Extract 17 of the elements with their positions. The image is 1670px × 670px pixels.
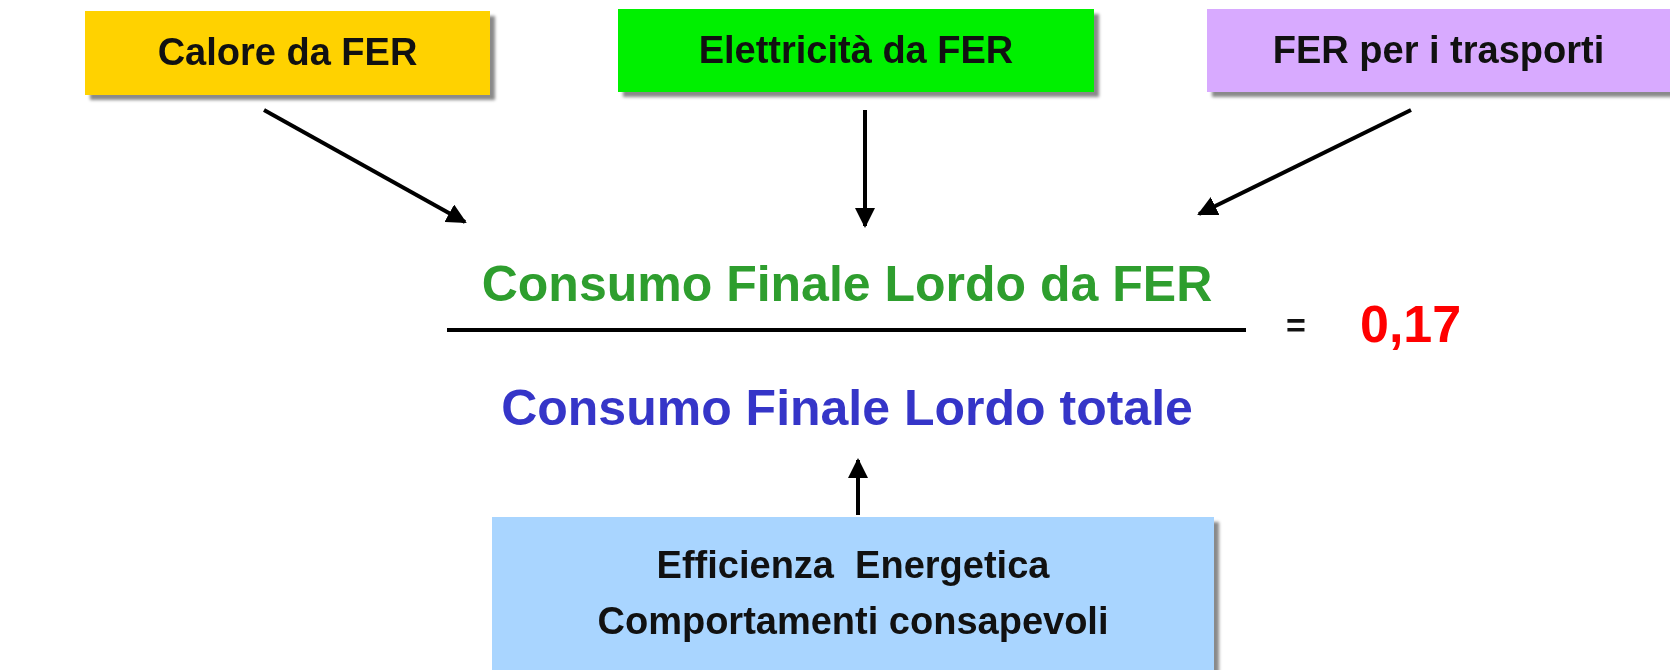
box-label: Efficienza Energetica bbox=[656, 543, 1050, 589]
box-label: FER per i trasporti bbox=[1272, 27, 1605, 73]
denominator-text: Consumo Finale Lordo totale bbox=[501, 379, 1193, 438]
arrow bbox=[855, 110, 875, 228]
numerator-text: Consumo Finale Lordo da FER bbox=[481, 254, 1213, 314]
equals-sign: = bbox=[1286, 306, 1306, 345]
source-box bbox=[618, 9, 1094, 92]
arrow bbox=[263, 108, 467, 224]
source-box bbox=[85, 11, 490, 95]
box-label: Comportamenti consapevoli bbox=[597, 598, 1109, 644]
box-label: Calore da FER bbox=[157, 30, 418, 76]
arrow bbox=[1197, 108, 1412, 216]
factor-box bbox=[492, 517, 1214, 670]
result-value: 0,17 bbox=[1360, 294, 1462, 354]
box-label: Elettricità da FER bbox=[698, 27, 1014, 73]
source-box bbox=[1207, 9, 1670, 92]
arrow bbox=[848, 458, 868, 515]
